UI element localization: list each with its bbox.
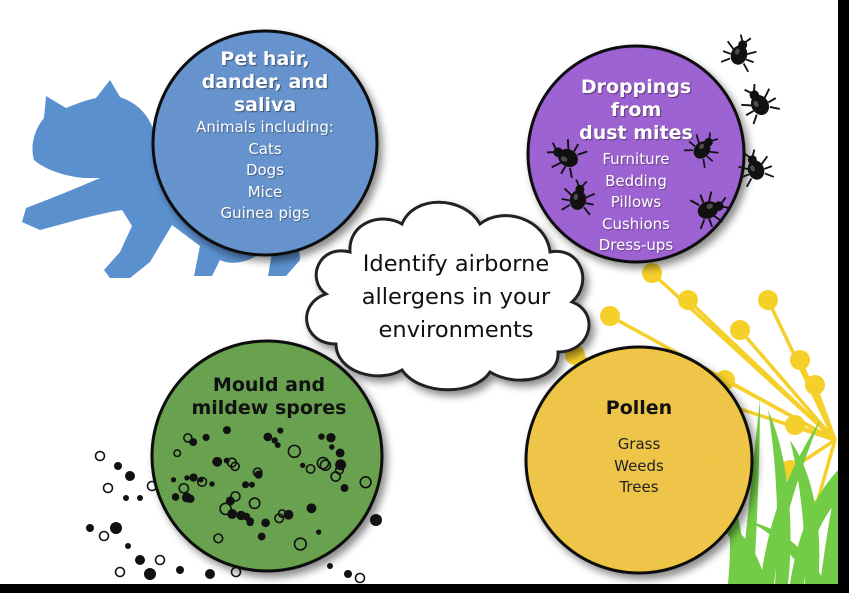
dust-mites-title-line: dust mites — [579, 122, 693, 144]
pets-item: Mice — [247, 182, 283, 201]
grass-icon — [700, 400, 838, 584]
dust-mites-item: Pillows — [610, 193, 662, 211]
center-line: allergens in your — [361, 284, 551, 310]
center-cloud — [305, 200, 591, 392]
mould-text: Mould and mildew spores — [190, 374, 348, 420]
pets-title-line: Pet hair, — [220, 48, 310, 70]
diagram-panel: Pet hair, dander, and saliva Animals inc… — [0, 0, 838, 584]
pets-title-line: saliva — [233, 94, 297, 116]
dust-mites-item: Bedding — [605, 171, 667, 190]
dust-mites-title-line: Droppings from — [580, 76, 692, 121]
pets-item: Cats — [248, 139, 282, 158]
pollen-item: Weeds — [614, 456, 664, 475]
pollen-item: Trees — [619, 478, 659, 496]
pets-item: Guinea pigs — [220, 204, 310, 222]
pets-title-line: dander, and — [201, 71, 329, 93]
pets-subtitle: Animals including: — [196, 118, 334, 136]
spore-dots-icon — [170, 426, 372, 551]
center-line: environments — [378, 317, 534, 343]
pollen-text: Pollen Grass Weeds Trees — [570, 397, 708, 499]
pets-text: Pet hair, dander, and saliva Animals inc… — [180, 48, 350, 225]
mould-title-line: Mould and — [212, 374, 326, 396]
spore-dots-icon — [86, 450, 382, 584]
center-line: Identify airborne — [362, 251, 550, 277]
dust-mites-text: Droppings from dust mites Furniture Bedd… — [556, 76, 716, 257]
dust-mites-item: Cushions — [602, 214, 670, 233]
dust-mites-item: Furniture — [602, 150, 670, 168]
center-cloud-text: Identify airborne allergens in your envi… — [322, 248, 590, 347]
pollen-item: Grass — [617, 435, 661, 453]
diagram-graphics — [22, 29, 838, 584]
pollen-title: Pollen — [605, 397, 673, 419]
dust-mites-item: Dress-ups — [598, 236, 674, 254]
pets-item: Dogs — [245, 161, 285, 179]
mould-title-line: mildew spores — [191, 397, 347, 419]
